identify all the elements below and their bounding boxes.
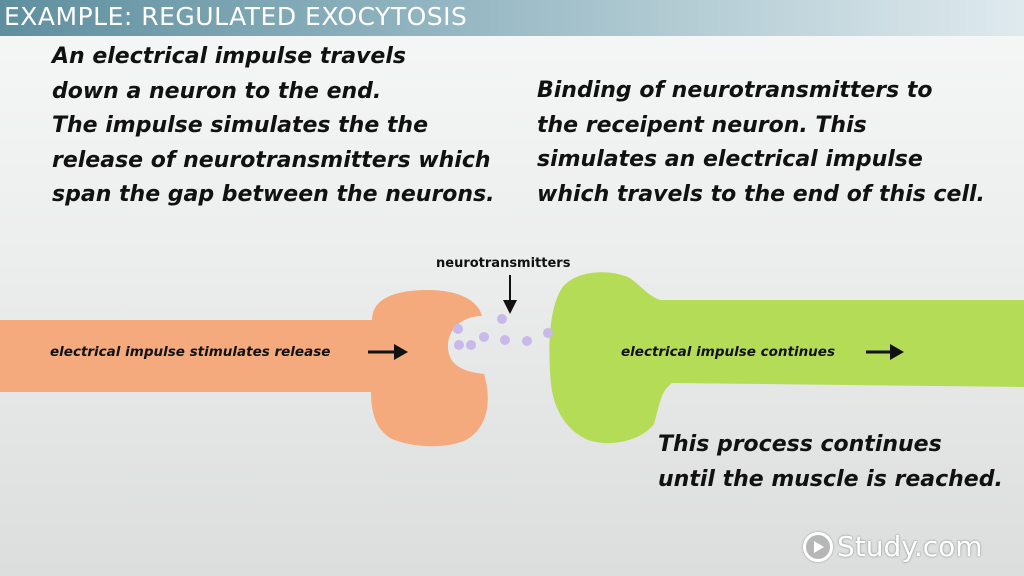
left-paragraph-line: release of neurotransmitters which bbox=[52, 147, 491, 173]
neurotransmitters-label: neurotransmitters bbox=[436, 256, 571, 271]
vesicle bbox=[479, 332, 489, 342]
vesicle-group bbox=[453, 314, 553, 350]
right-neuron-label: electrical impulse continues bbox=[621, 344, 835, 360]
title-bar: EXAMPLE: REGULATED EXOCYTOSIS bbox=[0, 0, 1024, 36]
vesicle bbox=[454, 340, 464, 350]
slide-title: EXAMPLE: REGULATED EXOCYTOSIS bbox=[4, 2, 468, 31]
down-arrow-icon bbox=[503, 275, 517, 314]
right-arrow-icon bbox=[866, 344, 904, 360]
right-paragraph-line: simulates an electrical impulse bbox=[537, 147, 923, 172]
right-paragraph-line: which travels to the end of this cell. bbox=[537, 181, 985, 207]
bottom-paragraph-line: This process continues bbox=[658, 432, 942, 457]
logo-text: Study.com bbox=[837, 530, 983, 563]
left-paragraph-line: An electrical impulse travels bbox=[52, 44, 406, 69]
left-paragraph-line: span the gap between the neurons. bbox=[52, 182, 495, 207]
left-paragraph: An electrical impulse travels down a neu… bbox=[52, 40, 495, 213]
right-paragraph-line: Binding of neurotransmitters to bbox=[537, 78, 933, 103]
play-icon bbox=[803, 531, 833, 562]
vesicle bbox=[453, 324, 463, 334]
left-neuron-label: electrical impulse stimulates release bbox=[50, 344, 331, 360]
vesicle bbox=[522, 336, 532, 346]
vesicle bbox=[543, 328, 553, 338]
vesicle bbox=[497, 314, 507, 324]
bottom-paragraph: This process continues until the muscle … bbox=[658, 428, 1003, 497]
left-paragraph-line: The impulse simulates the the bbox=[52, 113, 428, 138]
vesicle bbox=[466, 340, 476, 350]
right-paragraph: Binding of neurotransmitters to the rece… bbox=[537, 74, 985, 212]
right-neuron bbox=[549, 272, 1024, 444]
right-paragraph-line: the receipent neuron. This bbox=[537, 112, 867, 138]
study-logo: Study.com bbox=[803, 530, 983, 563]
right-arrow-icon bbox=[368, 344, 408, 360]
bottom-paragraph-line: until the muscle is reached. bbox=[658, 466, 1003, 492]
left-paragraph-line: down a neuron to the end. bbox=[52, 78, 382, 104]
left-neuron bbox=[0, 290, 488, 447]
vesicle bbox=[500, 335, 510, 345]
